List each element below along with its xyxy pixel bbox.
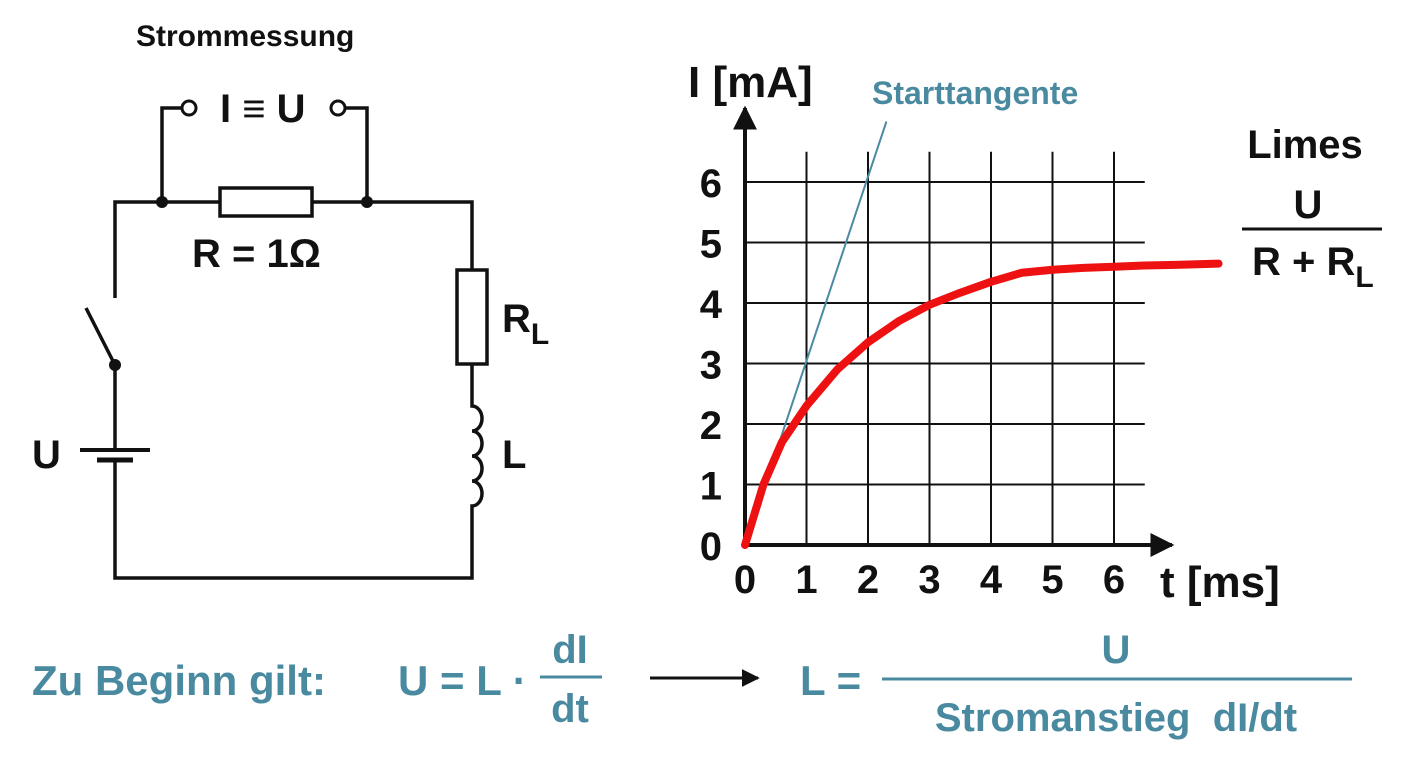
x-tick-3: 3: [918, 558, 940, 602]
junction-left: [156, 196, 168, 208]
y-tick-4: 4: [700, 283, 723, 327]
source-label: U: [32, 433, 61, 477]
y-tick-3: 3: [700, 344, 722, 388]
meter-terminal-right: [329, 99, 347, 117]
x-tick-1: 1: [795, 558, 817, 602]
x-tick-0: 0: [734, 558, 756, 602]
formula-left-denominator: dt: [551, 687, 589, 731]
current-curve: [741, 259, 1223, 549]
meter-terminal-left: [180, 99, 198, 117]
load-resistor-label: RL: [502, 297, 549, 351]
y-tick-6: 6: [700, 162, 722, 206]
limit-annotation: Limes U R + RL: [1242, 123, 1382, 294]
wire-top-right: [312, 200, 474, 270]
y-tick-labels: 0 1 2 3 4 5 6: [700, 162, 723, 569]
formula-row: Zu Beginn gilt: U = L · dI dt L = U Stro…: [32, 628, 1352, 740]
y-tick-0: 0: [700, 525, 722, 569]
formula-right-denominator: Stromanstieg dI/dt: [935, 696, 1297, 740]
circuit-title: Strommessung: [136, 20, 354, 53]
junction-right: [361, 196, 373, 208]
limit-numerator: U: [1294, 183, 1323, 227]
tangent-label: Starttangente: [872, 75, 1078, 111]
x-tick-4: 4: [980, 558, 1003, 602]
formula-left-eq: U = L ·: [398, 657, 527, 704]
meter-label: I ≡ U: [220, 87, 306, 131]
x-tick-5: 5: [1041, 558, 1063, 602]
x-tick-6: 6: [1103, 558, 1125, 602]
meter-wire-right: [345, 106, 369, 202]
formula-right-numerator: U: [1102, 628, 1131, 672]
formula-left-numerator: dI: [552, 628, 588, 672]
chart-axes: [733, 105, 1175, 557]
x-tick-2: 2: [857, 558, 879, 602]
formula-intro: Zu Beginn gilt:: [32, 657, 326, 704]
meter-wire-left: [160, 106, 182, 202]
wire-top-left: [113, 200, 220, 298]
x-axis-label: t [ms]: [1160, 558, 1280, 607]
y-tick-5: 5: [700, 223, 722, 267]
resistor-label: R = 1Ω: [192, 232, 321, 276]
formula-right-lhs: L =: [800, 657, 861, 704]
switch-lever: [84, 307, 117, 366]
chart-grid: [745, 151, 1145, 545]
switch-pivot: [109, 359, 121, 371]
y-tick-2: 2: [700, 404, 722, 448]
circuit-schematic: Strommessung I ≡ U R = 1Ω RL L U: [32, 20, 549, 580]
resistor-r: [218, 186, 314, 218]
limit-denominator: R + RL: [1252, 240, 1374, 294]
load-resistor: [455, 268, 489, 366]
y-axis-label: I [mA]: [688, 58, 813, 107]
limit-title: Limes: [1247, 123, 1363, 167]
inductor-coil: [113, 364, 484, 580]
inductor-label: L: [502, 433, 526, 477]
y-tick-1: 1: [700, 465, 722, 509]
